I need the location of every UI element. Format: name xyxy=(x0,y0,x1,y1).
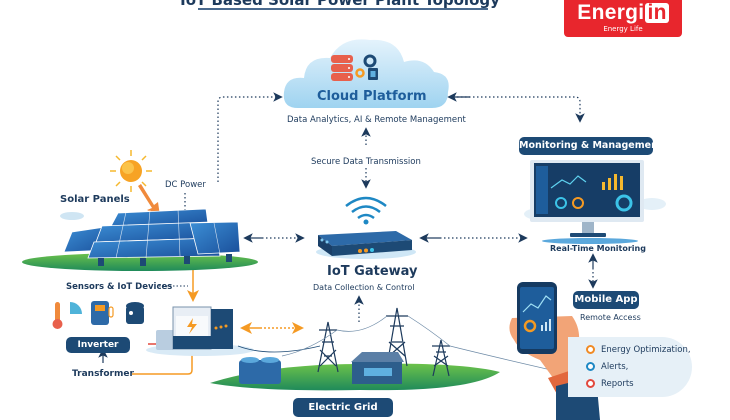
feature-label: Energy Optimization, xyxy=(601,344,691,355)
remote-access-label: Remote Access xyxy=(580,313,641,322)
feature-item: Reports xyxy=(586,375,692,392)
cloud-platform-title: Cloud Platform xyxy=(317,89,427,104)
power-tower-icon xyxy=(281,307,561,377)
sensors-iot-devices-label: Sensors & IoT Devices xyxy=(66,282,173,292)
logo-wordmark: Energi xyxy=(577,1,645,24)
feature-item: Alerts, xyxy=(586,358,692,375)
iot-gateway-subtitle: Data Collection & Control xyxy=(313,283,415,292)
iot-gateway-title: IoT Gateway xyxy=(327,264,418,279)
substation-icon xyxy=(239,357,281,384)
chip-icon xyxy=(368,68,378,80)
dc-power-label: DC Power xyxy=(165,180,206,190)
electric-grid-badge: Electric Grid xyxy=(293,398,393,417)
gear-icon xyxy=(355,54,377,78)
sunlight-arrow xyxy=(138,184,160,216)
feature-list: Energy Optimization, Alerts, Reports xyxy=(568,337,692,397)
bullet-icon xyxy=(586,379,595,388)
real-time-monitoring-label: Real-Time Monitoring xyxy=(550,244,646,253)
solar-panels-title: Solar Panels xyxy=(60,194,130,205)
bullet-icon xyxy=(586,345,595,354)
monitor-dashboard xyxy=(524,160,666,244)
feature-item: Energy Optimization, xyxy=(586,341,692,358)
title-underline xyxy=(198,8,488,10)
inverter-badge: Inverter xyxy=(66,337,130,353)
mobile-app-badge: Mobile App xyxy=(573,291,639,309)
meter-icon xyxy=(91,301,114,325)
cloud-platform-subtitle: Data Analytics, AI & Remote Management xyxy=(287,115,466,125)
building-icon xyxy=(351,352,404,384)
inverter-device xyxy=(146,306,254,356)
thermometer-icon xyxy=(52,302,82,329)
transformer-label: Transformer xyxy=(72,369,134,379)
database-icon xyxy=(331,55,353,81)
bullet-icon xyxy=(586,362,595,371)
solar-panel-array xyxy=(63,208,241,266)
wifi-icon xyxy=(345,196,387,225)
connector-solar-cloud xyxy=(217,92,283,182)
gateway-device xyxy=(316,231,416,259)
sun-icon xyxy=(110,150,152,192)
camera-sensor-icon xyxy=(126,302,144,324)
diagram-title: IoT Based Solar Power Plant Topology xyxy=(180,0,500,9)
connector-cloud-monitoring xyxy=(447,92,585,123)
secure-transmission-label: Secure Data Transmission xyxy=(311,157,421,167)
logo-tagline: Energy Life xyxy=(603,25,643,33)
monitoring-management-badge: Monitoring & Management xyxy=(519,137,662,155)
feature-label: Alerts, xyxy=(601,361,629,372)
feature-label: Reports xyxy=(601,378,634,389)
logo-badge: in xyxy=(645,1,669,24)
cloud-shape xyxy=(283,39,449,108)
